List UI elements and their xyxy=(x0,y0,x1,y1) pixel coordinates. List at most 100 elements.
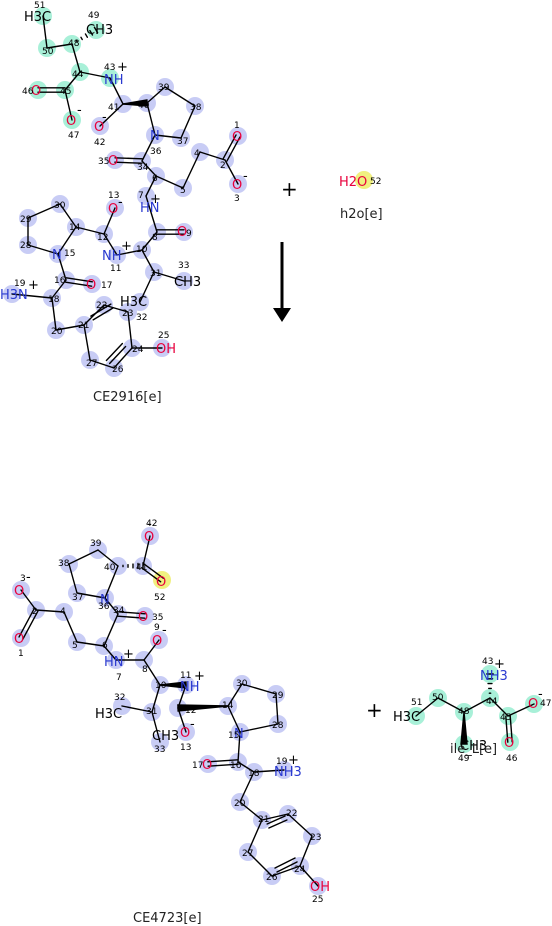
double-bond xyxy=(22,610,39,640)
atom-index: 23 xyxy=(122,309,133,319)
charge-minus: - xyxy=(147,517,152,532)
highlight-atom-9 xyxy=(175,223,193,241)
bond xyxy=(68,549,99,565)
atom-index: 29 xyxy=(20,215,32,225)
bond xyxy=(68,563,78,594)
charge-minus: - xyxy=(118,195,123,210)
bond xyxy=(116,249,143,256)
atom-index: 45 xyxy=(500,713,511,723)
bond xyxy=(237,731,241,763)
atom-index: 38 xyxy=(58,559,70,569)
atom-index: 21 xyxy=(78,321,89,331)
highlight-atom-35 xyxy=(106,151,124,169)
atom-index: 9 xyxy=(186,229,192,239)
atom-index: 20 xyxy=(234,799,246,809)
atom-index: 48 xyxy=(68,39,80,49)
bond xyxy=(177,684,187,709)
atom-n-36: N xyxy=(100,593,110,608)
atom-index: 49 xyxy=(458,754,470,764)
atom-h2o: H2O xyxy=(339,175,367,190)
highlight-atom-52 xyxy=(355,171,373,189)
atom-index: 25 xyxy=(312,895,323,905)
atom-index: 15 xyxy=(228,731,239,741)
bond xyxy=(237,761,255,773)
bond xyxy=(51,279,67,299)
highlight-atom-17 xyxy=(83,275,101,293)
atom-index: 42 xyxy=(94,138,105,148)
charge-minus: - xyxy=(162,623,167,638)
bond xyxy=(76,592,106,599)
atom-index: 22 xyxy=(286,809,297,819)
atom-o-3: O xyxy=(14,584,24,599)
charge-plus: + xyxy=(123,647,134,662)
highlight-atom-52 xyxy=(153,571,171,589)
highlight-atom-17 xyxy=(199,755,217,773)
bond xyxy=(141,134,156,162)
atom-o-13: O xyxy=(108,202,118,217)
bond xyxy=(151,711,161,743)
bond xyxy=(145,175,157,197)
atom-index: 31 xyxy=(150,269,161,279)
double-bond xyxy=(108,345,127,365)
atom-index: 20 xyxy=(51,327,63,337)
bond xyxy=(155,175,184,189)
hash-bond xyxy=(75,39,78,43)
bond xyxy=(146,86,166,104)
bond xyxy=(164,86,196,107)
wedge-bond xyxy=(460,711,468,745)
plus-sign-reactants: + xyxy=(281,177,298,201)
atom-index: 46 xyxy=(22,87,34,97)
atom-ch3-32: H3C xyxy=(120,295,147,310)
bond xyxy=(51,297,57,331)
atom-o-42: O xyxy=(94,120,104,135)
reaction-arrow xyxy=(273,242,291,322)
double-bond xyxy=(274,857,296,869)
bond xyxy=(121,705,153,713)
bond xyxy=(97,549,119,567)
bond xyxy=(227,683,243,707)
atom-index: 4 xyxy=(60,607,66,617)
double-bond xyxy=(222,134,237,160)
bond xyxy=(89,359,115,369)
atom-o-9: O xyxy=(177,225,187,240)
double-bond xyxy=(117,611,146,615)
atom-index: 10 xyxy=(155,681,167,691)
atom-index: 23 xyxy=(310,833,321,843)
double-bond xyxy=(505,715,509,743)
atom-index: 51 xyxy=(411,698,422,708)
atom-index: 44 xyxy=(72,70,84,80)
atom-index: 6 xyxy=(152,174,158,184)
atom-index: 24 xyxy=(294,865,306,875)
bond xyxy=(99,103,124,127)
atom-index: 34 xyxy=(113,606,125,616)
atom-index: 5 xyxy=(72,641,78,651)
atom-o-35: O xyxy=(138,610,148,625)
bond xyxy=(79,71,111,79)
atom-index: 40 xyxy=(138,101,150,111)
bond xyxy=(271,865,301,877)
atom-index: 8 xyxy=(152,233,158,243)
bond xyxy=(20,589,37,611)
bond xyxy=(463,697,491,713)
atom-index: 36 xyxy=(98,602,110,612)
bond xyxy=(415,697,439,717)
bond xyxy=(27,244,59,255)
bond xyxy=(299,835,313,867)
atom-o-46: O xyxy=(31,84,41,99)
atom-o-52: O xyxy=(156,575,166,590)
atom-o-47: O xyxy=(66,114,76,129)
atom-index: 47 xyxy=(68,131,79,141)
bond xyxy=(59,203,77,228)
double-bond xyxy=(276,861,298,873)
bond xyxy=(141,231,158,251)
bond xyxy=(139,271,155,303)
bond xyxy=(71,43,81,73)
bond xyxy=(142,535,151,567)
caption-ce4723: CE4723[e] xyxy=(133,911,202,926)
atom-index: 3 xyxy=(234,194,240,204)
bond xyxy=(437,697,465,713)
atom-index: 27 xyxy=(86,359,97,369)
double-bond xyxy=(509,715,513,743)
atom-index: 32 xyxy=(136,313,147,323)
atom-index: 14 xyxy=(69,223,81,233)
